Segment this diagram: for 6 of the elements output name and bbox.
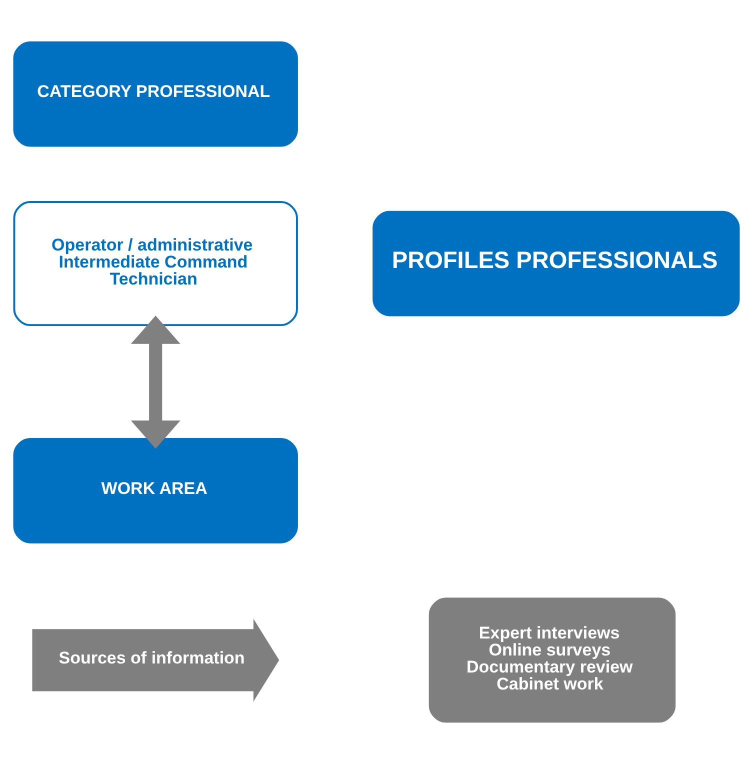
arrow: [130, 316, 180, 449]
node-box: CATEGORY PROFESSIONAL: [12, 41, 298, 147]
node-box: Operator / administrative Intermediate Command Technician: [12, 201, 298, 326]
node-box: WORK AREA: [12, 438, 298, 544]
node-box: Expert interviews Online surveys Documentary review Cabinet work: [428, 598, 676, 723]
node-box: PROFILES PROFESSIONALS: [372, 210, 740, 316]
